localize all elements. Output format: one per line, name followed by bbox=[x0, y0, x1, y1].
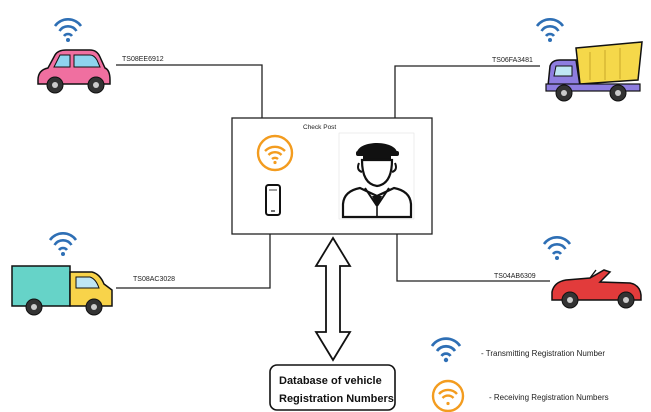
dump-truck-icon bbox=[545, 41, 643, 102]
legend-receive-label: - Receiving Registration Numbers bbox=[489, 393, 609, 402]
check-post-label: Check Post bbox=[303, 124, 336, 131]
car-icon bbox=[37, 49, 111, 94]
registration-label-convertible: TS04AB6309 bbox=[494, 273, 536, 280]
legend-receive-icon bbox=[431, 379, 465, 412]
connector-car bbox=[116, 64, 263, 118]
convertible-car-icon bbox=[551, 269, 642, 309]
wifi-receive-icon bbox=[256, 134, 294, 172]
double-arrow bbox=[314, 236, 352, 362]
police-officer-icon bbox=[338, 132, 415, 220]
legend: - Transmitting Registration Number - Rec… bbox=[430, 337, 609, 412]
registration-label-delivery-truck: TS08AC3028 bbox=[133, 276, 175, 283]
wifi-transmit-icon bbox=[542, 236, 572, 260]
check-post: Check Post bbox=[231, 117, 433, 235]
connection-lines bbox=[116, 64, 550, 289]
wifi-transmit-icon bbox=[53, 18, 83, 42]
smartphone-icon bbox=[265, 184, 281, 216]
connector-dump-truck bbox=[394, 65, 540, 118]
database-label-line2: Registration Numbers bbox=[279, 393, 394, 405]
connector-convertible bbox=[396, 234, 550, 282]
registration-label-dump-truck: TS06FA3481 bbox=[492, 57, 533, 64]
wifi-transmit-icon bbox=[48, 232, 78, 256]
registration-label-car: TS08EE6912 bbox=[122, 56, 164, 63]
wifi-transmit-icon bbox=[535, 18, 565, 42]
legend-transmit-label: - Transmitting Registration Number bbox=[481, 349, 605, 358]
database-label-line1: Database of vehicle bbox=[279, 375, 382, 387]
connector-delivery-truck bbox=[116, 234, 271, 289]
delivery-truck-icon bbox=[11, 265, 113, 316]
database-box: Database of vehicle Registration Numbers bbox=[269, 364, 396, 411]
legend-transmit-icon bbox=[430, 337, 462, 363]
